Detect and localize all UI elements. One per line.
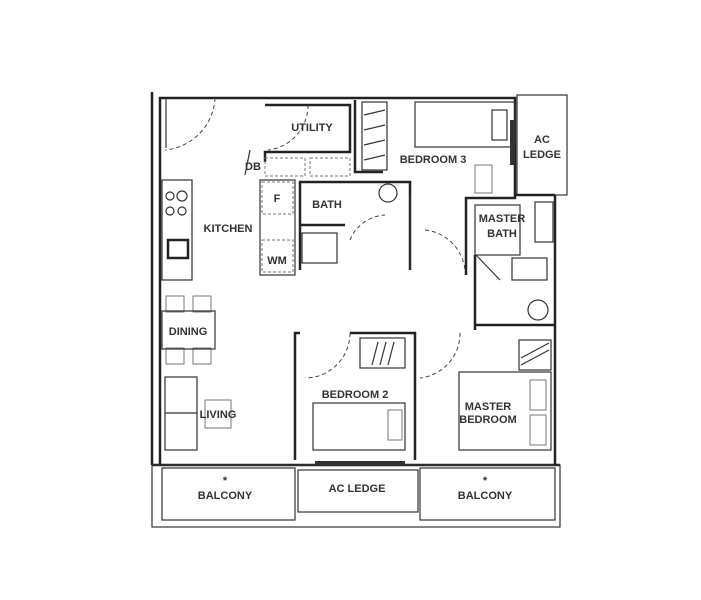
label-bedroom-3: BEDROOM 3 [400,154,467,166]
label-ac-ledge-bottom: AC LEDGE [329,483,386,495]
balcony-mark-left: * [223,475,228,487]
label-master-bath-2: BATH [487,228,517,240]
dining-table [161,295,216,365]
room-labels: UTILITY DB F WM BATH BEDROOM 3 AC LEDGE … [169,122,561,502]
label-dining: DINING [169,326,208,338]
bath-room [298,180,412,270]
label-kitchen: KITCHEN [204,223,253,235]
master-bedroom [458,339,552,451]
bedroom-3 [353,100,516,271]
label-ac-ledge-top: AC [534,134,550,146]
utility-room [164,97,352,162]
label-master-bath: MASTER [479,213,526,225]
label-balcony-right: BALCONY [458,490,513,502]
label-master-bedroom-2: BEDROOM [459,414,516,426]
label-wm: WM [267,255,287,267]
label-bath: BATH [312,199,342,211]
label-fridge: F [274,193,281,205]
kitchen-counter [161,179,193,281]
label-ac-ledge-top-2: LEDGE [523,149,561,161]
fridge-wm [259,179,296,276]
db-cabinets [244,149,351,177]
label-balcony-left: BALCONY [198,490,253,502]
label-utility: UTILITY [291,122,333,134]
balcony-mark-right: * [483,475,488,487]
label-living: LIVING [200,409,237,421]
label-master-bedroom: MASTER [465,401,512,413]
bedroom-2 [293,331,461,465]
living-sofa [164,376,232,451]
label-bedroom-2: BEDROOM 2 [322,389,389,401]
label-db: DB [245,161,261,173]
master-bath [464,193,555,330]
